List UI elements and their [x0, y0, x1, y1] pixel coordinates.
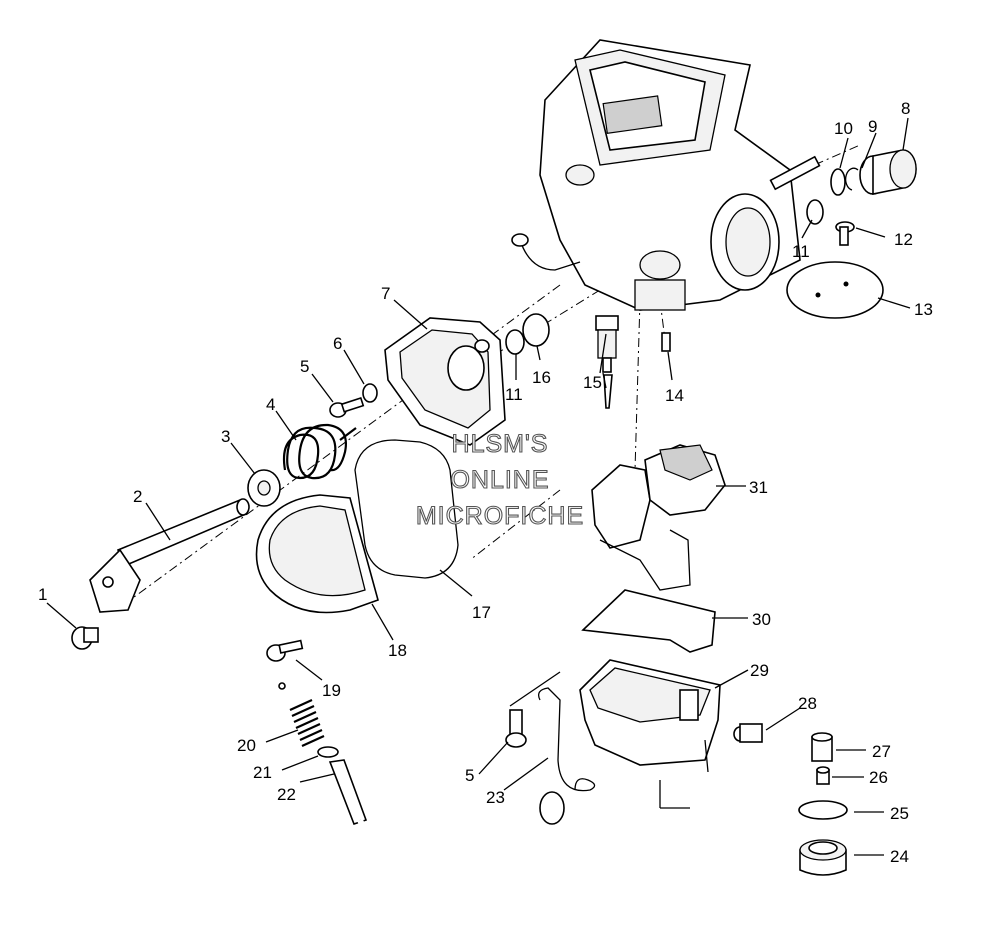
callout-27: 27 — [872, 742, 891, 761]
part-oring-16 — [522, 313, 550, 347]
callout-3: 3 — [221, 427, 230, 446]
part-cover-18 — [255, 494, 379, 614]
part-spring-4 — [282, 423, 357, 480]
callout-24: 24 — [890, 847, 909, 866]
watermark: HLSM'S ONLINE MICROFICHE — [415, 429, 584, 530]
part-jet-26 — [816, 766, 830, 785]
part-screw-12 — [835, 221, 855, 246]
callout-31: 31 — [749, 478, 768, 497]
callout-23: 23 — [486, 788, 505, 807]
part-plug-28 — [733, 723, 763, 743]
callout-labels: 1 2 3 4 5 6 7 8 9 10 11 12 13 14 15 16 1… — [38, 99, 933, 866]
part-idle-cable-22 — [328, 759, 565, 884]
callout-15: 15 — [583, 373, 602, 392]
callout-13: 13 — [914, 300, 933, 319]
part-screw-1 — [71, 626, 99, 650]
leader-lines — [46, 117, 911, 856]
part-oring-11a — [806, 199, 824, 225]
part-float-31 — [591, 444, 726, 591]
callout-1: 1 — [38, 585, 47, 604]
callout-7: 7 — [381, 284, 390, 303]
part-sleeve-8 — [859, 149, 917, 195]
callout-11a: 11 — [792, 242, 810, 261]
part-drain-plug-24 — [799, 839, 847, 876]
callout-17: 17 — [472, 603, 491, 622]
callout-6: 6 — [333, 334, 342, 353]
part-throttle-plate-13 — [786, 261, 884, 319]
watermark-line-3: MICROFICHE — [416, 502, 584, 530]
part-carburetor-body — [511, 39, 821, 311]
callout-5b: 5 — [465, 766, 474, 785]
part-washer-21 — [317, 746, 339, 758]
callout-8: 8 — [901, 99, 910, 118]
part-washer-3 — [247, 469, 281, 507]
part-float-bowl-29 — [579, 659, 721, 773]
part-cover-housing-7 — [384, 317, 506, 446]
callout-4: 4 — [266, 395, 275, 414]
watermark-line-2: ONLINE — [450, 466, 549, 494]
callout-25: 25 — [890, 804, 909, 823]
part-jet-14 — [661, 332, 671, 352]
part-throttle-shaft-2 — [89, 498, 250, 613]
callout-28: 28 — [798, 694, 817, 713]
callout-11b: 11 — [505, 385, 523, 404]
callout-10: 10 — [834, 119, 853, 138]
watermark-line-1: HLSM'S — [452, 430, 549, 458]
part-oring-25 — [798, 800, 848, 820]
callout-18: 18 — [388, 641, 407, 660]
callout-19: 19 — [322, 681, 341, 700]
part-screw-19 — [266, 639, 304, 662]
callout-2: 2 — [133, 487, 142, 506]
part-jet-27 — [811, 732, 833, 762]
callout-29: 29 — [750, 661, 769, 680]
callout-16: 16 — [532, 368, 551, 387]
callout-20: 20 — [237, 736, 256, 755]
part-wire-clip-23 — [537, 687, 596, 792]
part-screw-5a — [329, 397, 365, 418]
part-gasket-30 — [581, 589, 716, 653]
callout-26: 26 — [869, 768, 888, 787]
callout-5a: 5 — [300, 357, 309, 376]
callout-9: 9 — [868, 117, 877, 136]
part-screw-5b — [505, 709, 527, 748]
part-gasket-17 — [354, 439, 459, 579]
part-washer-6 — [362, 383, 378, 403]
callout-21: 21 — [253, 763, 272, 782]
callout-12: 12 — [894, 230, 913, 249]
callout-14: 14 — [665, 386, 684, 405]
part-clip-9 — [845, 167, 859, 191]
callout-30: 30 — [752, 610, 771, 629]
part-spring-20 — [278, 682, 325, 748]
part-needle-valve-15 — [595, 315, 619, 409]
part-oring-11b — [505, 329, 525, 355]
callout-22: 22 — [277, 785, 296, 804]
part-washer-10 — [830, 168, 846, 196]
